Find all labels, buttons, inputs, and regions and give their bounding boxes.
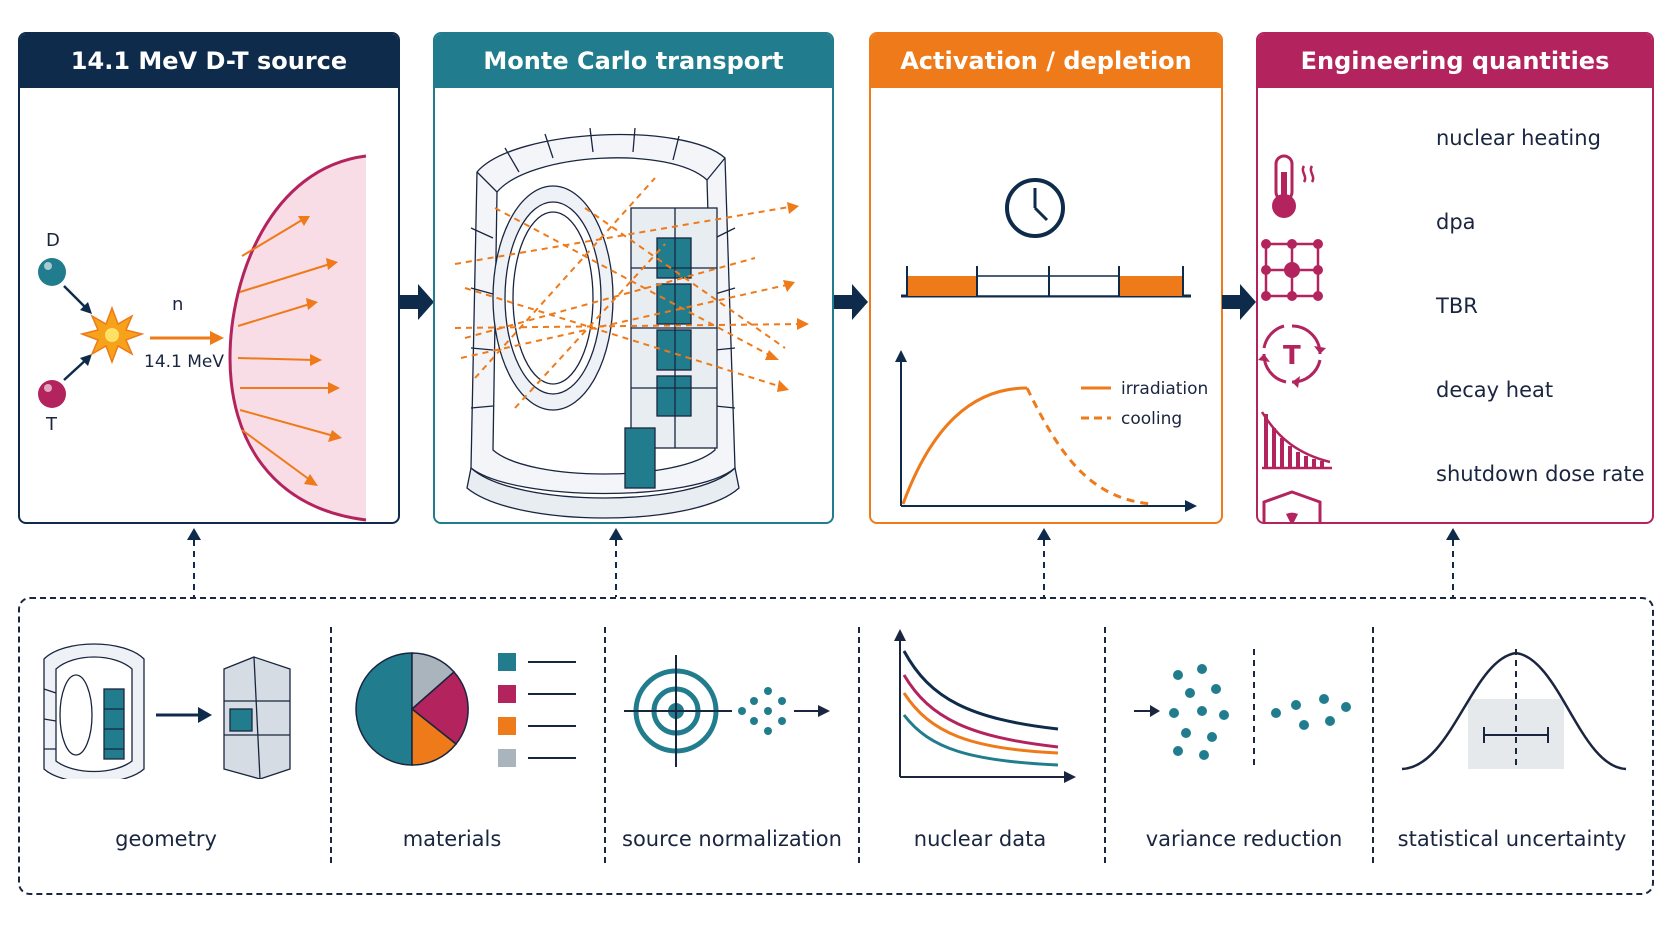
target-icon (624, 655, 830, 767)
neutron-label: n (172, 294, 183, 315)
tritium-label: T (45, 414, 58, 435)
input-divider (330, 627, 332, 863)
transport-panel-title: Monte Carlo transport (435, 34, 832, 88)
clock-icon (1005, 178, 1065, 238)
flow-arrow-1 (400, 284, 434, 320)
neutron-tracks (454, 177, 806, 409)
connector-engineering (1446, 528, 1460, 597)
input-label: materials (402, 827, 502, 851)
source-panel-title: 14.1 MeV D-T source (20, 34, 398, 88)
quantity-decay-heat: decay heat (1258, 350, 1652, 470)
activity-plot (895, 350, 1197, 512)
radiation-shield-icon (1262, 490, 1322, 522)
deuterium-label: D (46, 230, 60, 251)
connector-activation (1037, 528, 1051, 597)
input-divider (604, 627, 606, 863)
neutron-rays (237, 219, 335, 481)
flow-arrow-2 (834, 284, 868, 320)
tritium-particle (38, 380, 66, 408)
input-divider (858, 627, 860, 863)
quantity-label: decay heat (1436, 378, 1554, 402)
input-label: source normalization (622, 827, 842, 851)
activation-panel-title: Activation / depletion (871, 34, 1221, 88)
quantity-tbr: T TBR (1258, 266, 1652, 388)
simulation-inputs-box: geometry materials (18, 597, 1654, 895)
tokamak-transport-diagram (454, 127, 809, 519)
thermometer-icon (1272, 154, 1315, 218)
input-label: statistical uncertainty (1397, 827, 1627, 851)
input-label: nuclear data (913, 827, 1047, 851)
lattice-icon (1261, 239, 1323, 301)
input-divider (1372, 627, 1374, 863)
tritium-cycle-icon: T (1258, 324, 1326, 388)
neutron-energy-label: 14.1 MeV (144, 352, 224, 372)
connector-transport (609, 528, 623, 597)
connector-source (187, 528, 201, 597)
legend-irradiation-label: irradiation (1121, 379, 1208, 399)
cross-section-curves-icon (894, 629, 1076, 783)
transport-panel: Monte Carlo transport (433, 32, 834, 524)
flow-arrow-3 (1222, 284, 1256, 320)
decay-bars-icon (1260, 411, 1332, 470)
input-label: geometry (115, 827, 217, 851)
input-label: variance reduction (1145, 827, 1343, 851)
quantity-shutdown-dose-rate: shutdown dose rate (1258, 434, 1652, 522)
input-divider (1104, 627, 1106, 863)
plasma-region (230, 156, 366, 520)
activation-diagram: irradiation cooling (895, 178, 1208, 512)
quantity-nuclear-heating: nuclear heating (1258, 98, 1652, 218)
svg-text:T: T (1283, 341, 1301, 371)
engineering-panel: Engineering quantities nuclear heating d… (1256, 32, 1654, 524)
quantity-label: dpa (1436, 210, 1476, 234)
quantity-dpa: dpa (1258, 182, 1652, 301)
deuterium-particle (38, 258, 66, 286)
quantity-label: shutdown dose rate (1436, 462, 1645, 486)
pie-chart-icon (355, 652, 576, 767)
legend-cooling-label: cooling (1121, 409, 1182, 429)
irradiation-timeline (901, 266, 1191, 298)
geometry-mesh-icon (43, 643, 291, 779)
particle-split-icon (1134, 649, 1351, 769)
tokamak-cutaway-icon (466, 127, 740, 519)
quantity-label: nuclear heating (1436, 126, 1601, 150)
source-panel: 14.1 MeV D-T source D T n 14.1 MeV (18, 32, 400, 524)
engineering-panel-title: Engineering quantities (1258, 34, 1652, 88)
first-wall (228, 154, 367, 522)
bell-curve-icon (1401, 649, 1627, 771)
dt-source-diagram: D T n 14.1 MeV (38, 154, 367, 522)
activation-panel: Activation / depletion (869, 32, 1223, 524)
quantity-label: TBR (1436, 294, 1478, 318)
